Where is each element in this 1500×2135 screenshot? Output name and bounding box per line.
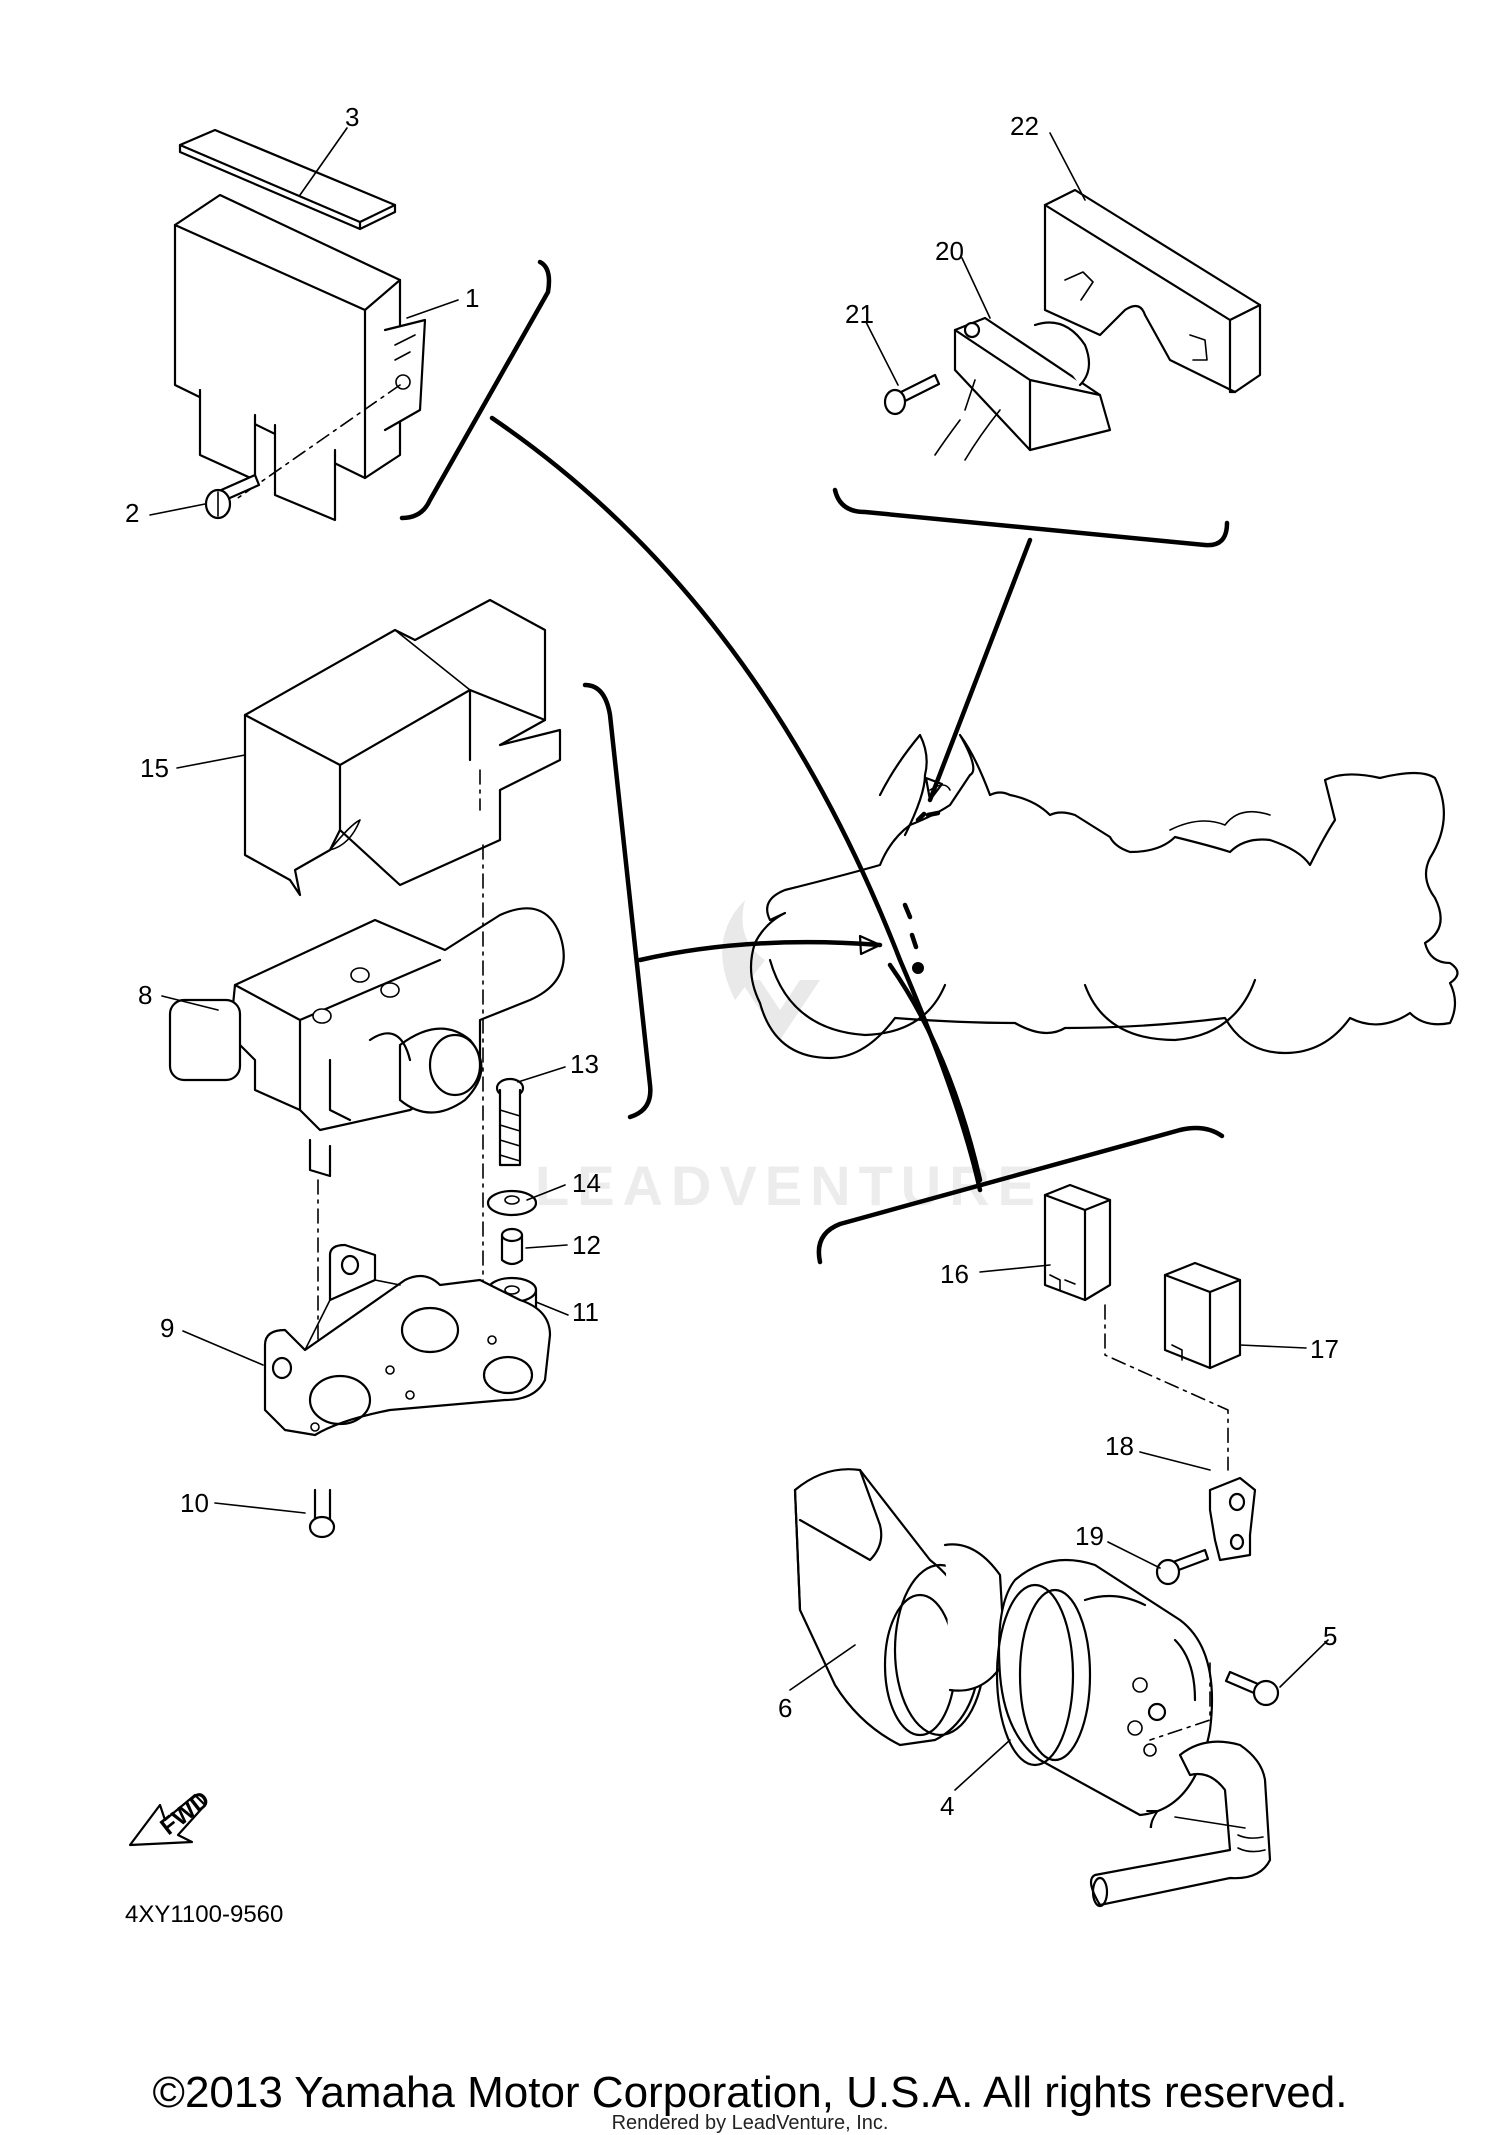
callout-leaders: [149, 127, 1329, 1829]
callout-20: 20: [935, 236, 964, 266]
callout-1: 1: [465, 283, 479, 313]
callout-19: 19: [1075, 1521, 1104, 1551]
callout-14: 14: [572, 1168, 601, 1198]
callout-13: 13: [570, 1049, 599, 1079]
part-15-cover: [243, 598, 562, 897]
motorcycle-silhouette: [749, 733, 1459, 1060]
callout-11: 11: [572, 1297, 599, 1327]
callout-15: 15: [140, 753, 169, 783]
diagram-code: 4XY1100-9560: [125, 1901, 283, 1928]
callout-6: 6: [778, 1693, 792, 1723]
callout-21: 21: [845, 299, 874, 329]
part-3-pad: [178, 128, 397, 231]
callout-17: 17: [1310, 1334, 1339, 1364]
part-6-housing: [793, 1468, 1007, 1747]
callout-numbers: 3 1 2 22 20 21 15 8 13 14 12 11 9 10 16 …: [125, 102, 1339, 1834]
callout-5: 5: [1323, 1621, 1337, 1651]
callout-12: 12: [572, 1230, 601, 1260]
callout-4: 4: [940, 1791, 954, 1821]
callout-22: 22: [1010, 111, 1039, 141]
callout-9: 9: [160, 1313, 174, 1343]
part-21-screw: [883, 373, 941, 416]
part-18-bracket: [1208, 1476, 1257, 1562]
part-22-cover: [1043, 188, 1262, 394]
part-10-screw: [308, 1488, 336, 1539]
part-20-relay: [934, 316, 1112, 461]
part-8-unit: [168, 844, 565, 1381]
rendered-by-notice: Rendered by LeadVenture, Inc.: [611, 2112, 889, 2134]
callout-7: 7: [1145, 1804, 1159, 1834]
part-9-bracket: [263, 1243, 552, 1437]
watermark-text: LEADVENTURE: [535, 1154, 1043, 1217]
part-5-screw: [1224, 1670, 1280, 1707]
callout-8: 8: [138, 980, 152, 1010]
callout-3: 3: [345, 102, 359, 132]
part-12-collar: [500, 1227, 524, 1266]
callout-16: 16: [940, 1259, 969, 1289]
callout-2: 2: [125, 498, 139, 528]
part-17-relay: [1163, 1261, 1242, 1370]
part-2-screw: [204, 473, 261, 520]
copyright-notice: ©2013 Yamaha Motor Corporation, U.S.A. A…: [152, 2068, 1348, 2117]
fwd-arrow: FWD: [128, 1786, 215, 1847]
part-13-bolt: [495, 1077, 525, 1167]
callout-18: 18: [1105, 1431, 1134, 1461]
part-19-screw: [1155, 1548, 1210, 1586]
fwd-label: FWD: [155, 1786, 215, 1841]
part-4-canister: [995, 1558, 1214, 1817]
part-7-hose: [1089, 1740, 1272, 1908]
part-16-relay: [1043, 1183, 1229, 1471]
watermark-logo: LEADVENTURE: [535, 900, 1043, 1217]
callout-10: 10: [180, 1488, 209, 1518]
part-14-washer: [486, 1189, 538, 1217]
part-1-ecu: [173, 193, 427, 522]
group-brackets: [399, 259, 1230, 1265]
